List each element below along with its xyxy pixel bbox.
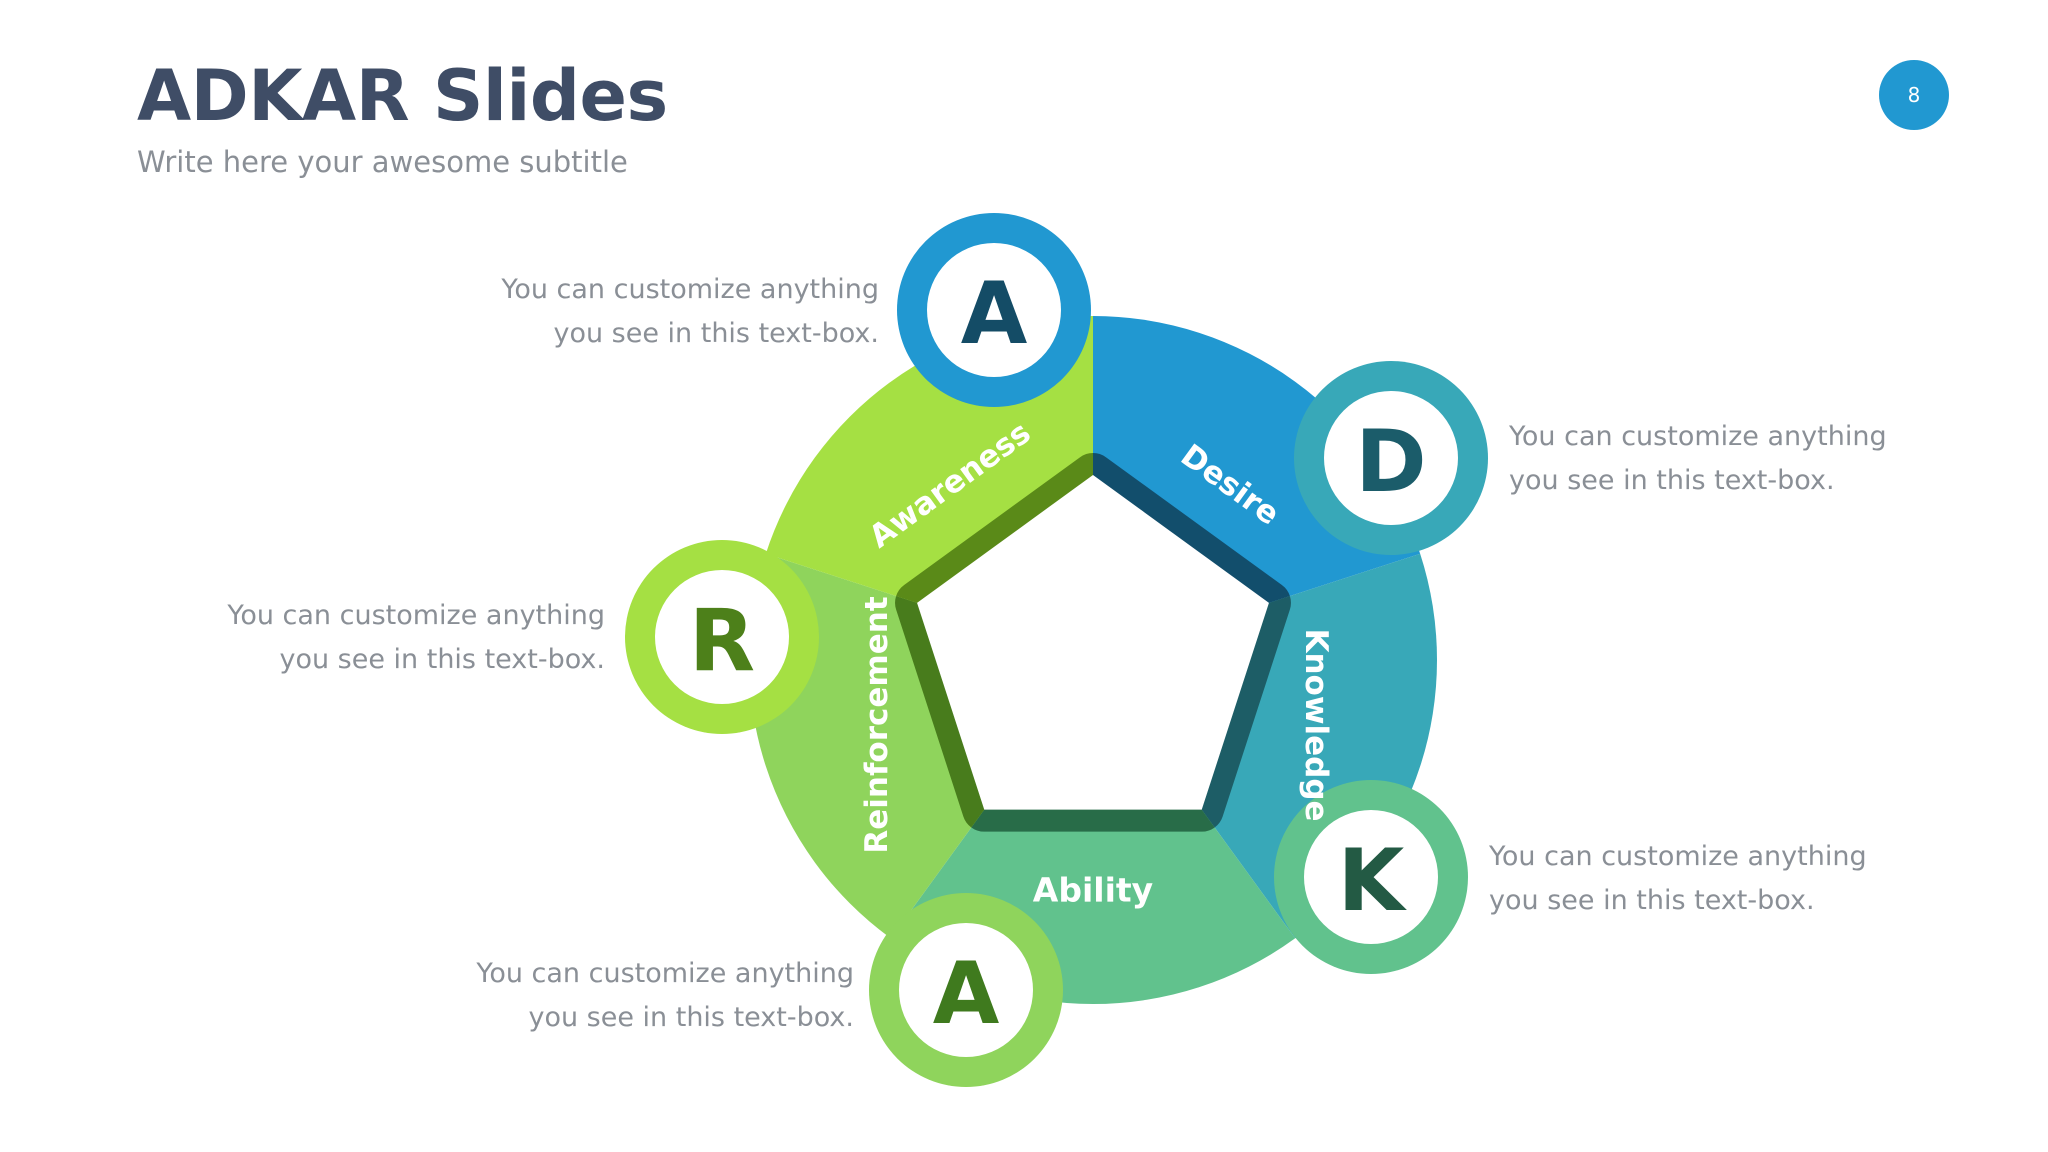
note-ability: You can customize anything you see in th… [434,952,854,1040]
bubble-inner-ability [899,923,1033,1057]
note-desire-line2: you see in this text-box. [1509,465,1835,496]
note-awareness: You can customize anything you see in th… [459,268,879,356]
page-title: ADKAR Slides [137,55,668,137]
note-reinforcement-line1: You can customize anything [227,600,605,631]
note-knowledge: You can customize anything you see in th… [1489,835,1909,923]
stage-letter-awareness: A [961,264,1028,364]
page-subtitle: Write here your awesome subtitle [137,145,628,179]
pentagon-ring-reinforcement [895,453,1093,660]
stage-letter-ability: A [933,944,1000,1044]
bubble-inner-reinforcement [655,570,789,704]
note-knowledge-line1: You can customize anything [1489,841,1867,872]
stage-label-reinforcement: Reinforcement [859,596,895,853]
stage-label-knowledge: Knowledge [1298,628,1334,821]
note-ability-line2: you see in this text-box. [528,1002,854,1033]
stage-letter-reinforcement: R [689,591,755,691]
stage-letter-desire: D [1355,412,1426,512]
bubble-inner-desire [1324,391,1458,525]
note-knowledge-line2: you see in this text-box. [1489,885,1815,916]
note-awareness-line2: you see in this text-box. [553,318,879,349]
note-ability-line1: You can customize anything [476,958,854,989]
note-desire-line1: You can customize anything [1509,421,1887,452]
note-reinforcement-line2: you see in this text-box. [279,644,605,675]
note-desire: You can customize anything you see in th… [1509,415,1929,503]
stage-letter-knowledge: K [1338,831,1408,931]
bubble-inner-knowledge [1304,810,1438,944]
letter-group: A D K A R [689,264,1427,1044]
page-number-badge: 8 [1879,60,1949,130]
bubble-group [625,213,1488,1087]
stage-label-ability: Ability [1033,871,1153,910]
center-pentagon [917,475,1269,810]
pentagon-ring-awareness [1093,453,1291,660]
note-reinforcement: You can customize anything you see in th… [185,594,605,682]
bubble-inner-awareness [927,243,1061,377]
note-awareness-line1: You can customize anything [501,274,879,305]
